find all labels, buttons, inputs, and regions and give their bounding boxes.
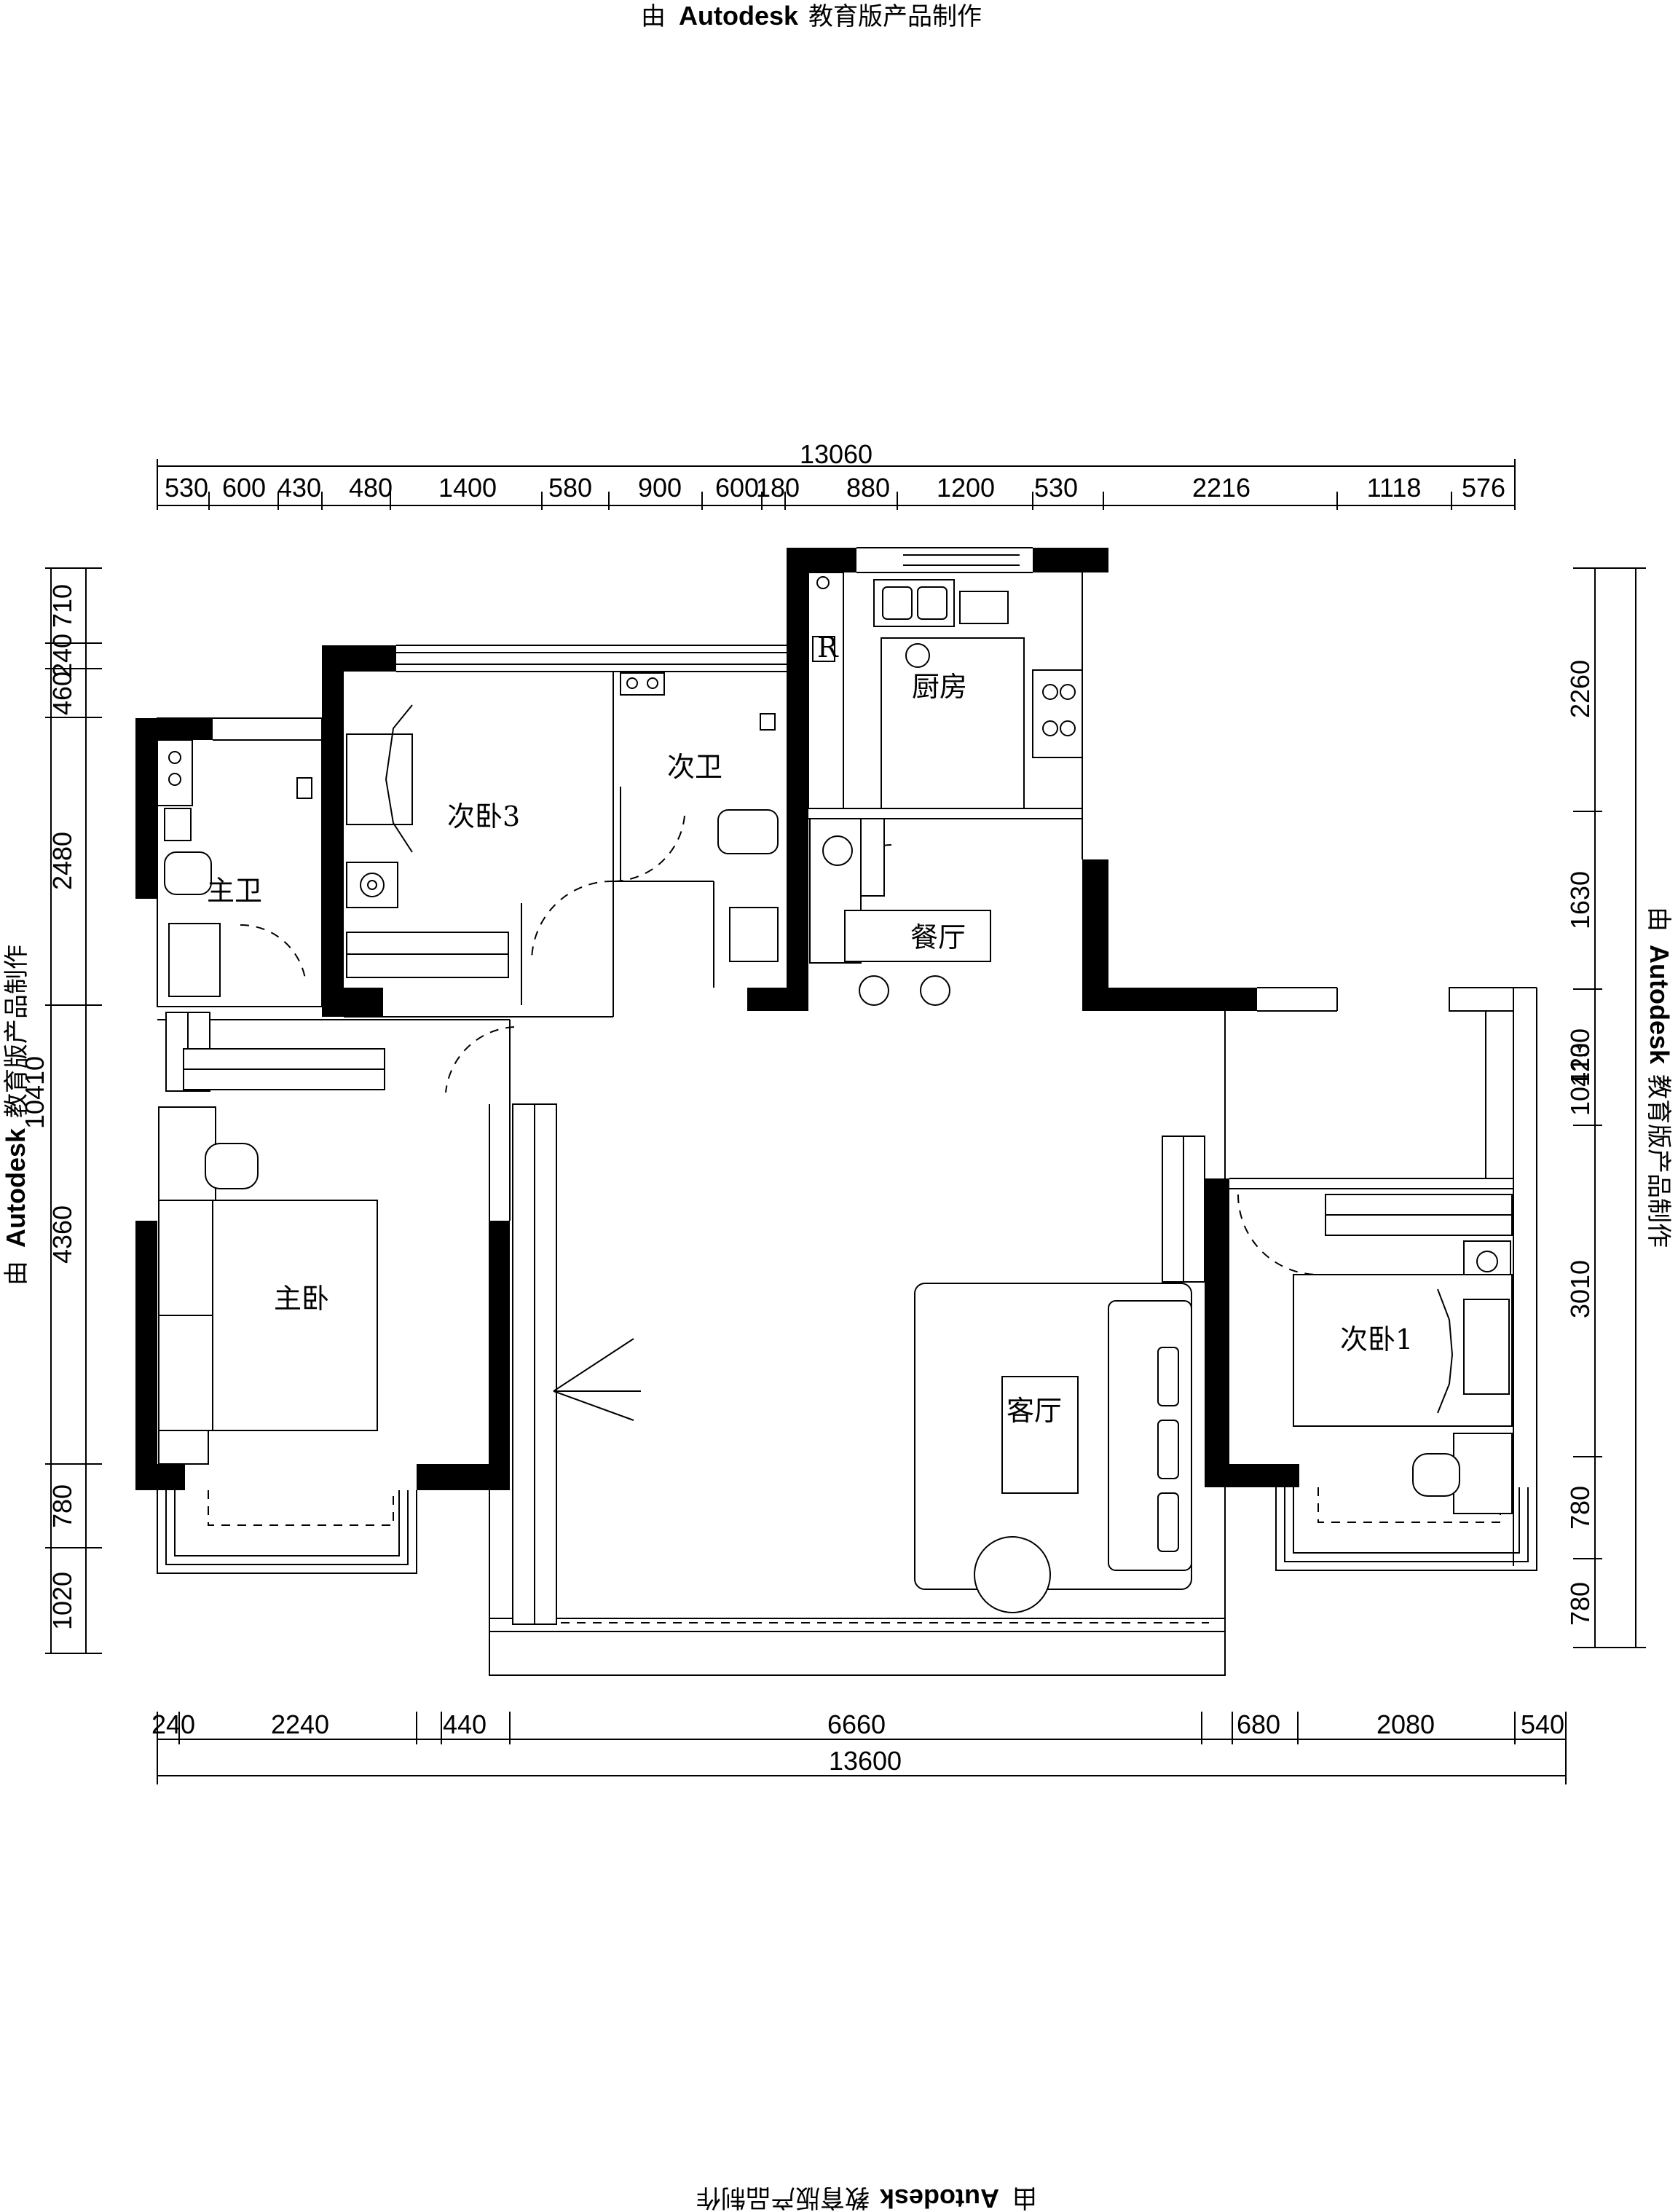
dim-bottom-seg: 540 [1521, 1709, 1564, 1739]
dim-left-seg: 710 [47, 584, 77, 628]
dim-right-seg: 1230 [1565, 1028, 1595, 1087]
dim-right-seg: 780 [1565, 1486, 1595, 1530]
dimension-right: 2260 1630 1230 3010 780 780 10410 [1565, 567, 1646, 1648]
kitchen-fixtures: R [808, 572, 1083, 809]
dim-top-seg: 480 [349, 473, 393, 503]
dim-top-seg: 530 [165, 473, 208, 503]
svg-text:Autodesk: Autodesk [1, 1127, 31, 1248]
dim-right-seg: 3010 [1565, 1260, 1595, 1318]
svg-text:教育版产品制作: 教育版产品制作 [808, 2, 982, 31]
dim-top-seg: 600 [715, 473, 759, 503]
fridge-label: R [817, 631, 839, 664]
label-dining: 餐厅 [910, 921, 966, 953]
dim-left-seg: 1020 [47, 1572, 77, 1630]
svg-text:由: 由 [1644, 907, 1673, 932]
dim-left-seg: 240 [47, 634, 77, 677]
dim-top-seg: 430 [277, 473, 321, 503]
dim-right-total: 10410 [1565, 1043, 1595, 1116]
dim-top-total: 13060 [800, 439, 873, 469]
dim-top-seg: 600 [222, 473, 266, 503]
label-master-bedroom: 主卧 [274, 1283, 329, 1315]
room-labels: 主卫 次卧3 次卫 厨房 餐厅 主卧 客厅 次卧1 [207, 671, 1413, 1427]
dim-top-seg: 1200 [937, 473, 995, 503]
dim-bottom-seg: 240 [151, 1709, 195, 1739]
dim-top-seg: 2216 [1192, 473, 1250, 503]
master-bath-fixtures [157, 739, 312, 1092]
dim-bottom-seg: 680 [1237, 1709, 1280, 1739]
dim-left-total: 10410 [20, 1056, 50, 1129]
dim-bottom-seg: 440 [443, 1709, 487, 1739]
dimension-top: 13060 530 600 430 480 1400 580 900 600 1… [157, 439, 1516, 510]
dim-bottom-seg: 2080 [1376, 1709, 1435, 1739]
dim-top-seg: 530 [1034, 473, 1078, 503]
dim-left-seg: 2480 [47, 832, 77, 890]
dim-top-seg: 1400 [438, 473, 497, 503]
dim-right-seg: 2260 [1565, 660, 1595, 718]
label-living: 客厅 [1007, 1395, 1062, 1427]
watermark-bottom: 由 Autodesk 教育版产品制作 [696, 2183, 1037, 2212]
dim-bottom-seg: 2240 [271, 1709, 329, 1739]
svg-text:教育版产品制作: 教育版产品制作 [2, 945, 31, 1118]
watermark-left: 由 Autodesk 教育版产品制作 [1, 945, 31, 1286]
svg-text:教育版产品制作: 教育版产品制作 [1644, 1074, 1673, 1248]
dim-left-seg: 780 [47, 1484, 77, 1528]
watermark-top: 由 Autodesk 教育版产品制作 [641, 1, 982, 31]
label-bedroom1: 次卧1 [1340, 1323, 1413, 1355]
dim-left-seg: 4360 [47, 1205, 77, 1264]
dim-top-seg: 580 [548, 473, 592, 503]
label-second-bath: 次卫 [667, 751, 722, 783]
svg-text:由: 由 [641, 2, 666, 31]
label-bedroom3: 次卧3 [447, 800, 520, 833]
dim-bottom-total: 13600 [829, 1746, 902, 1776]
dim-left-seg: 460 [47, 672, 77, 715]
svg-text:由: 由 [2, 1261, 31, 1286]
wall-outlines [157, 547, 1537, 1676]
svg-text:Autodesk: Autodesk [679, 1, 799, 31]
dim-top-seg: 576 [1462, 473, 1505, 503]
dimension-left: 710 240 460 2480 4360 780 1020 10410 [20, 567, 102, 1654]
second-bath-fixtures [620, 672, 779, 962]
dim-right-seg: 780 [1565, 1582, 1595, 1626]
dim-top-seg: 900 [638, 473, 682, 503]
dim-right-seg: 1630 [1565, 871, 1595, 929]
svg-text:教育版产品制作: 教育版产品制作 [696, 2183, 870, 2212]
watermark-right: 由 Autodesk 教育版产品制作 [1644, 907, 1674, 1248]
svg-text:Autodesk: Autodesk [879, 2184, 999, 2212]
living-fixtures [512, 1103, 1205, 1625]
dim-top-seg: 1118 [1367, 473, 1422, 503]
dim-top-seg: 880 [846, 473, 890, 503]
svg-text:由: 由 [1012, 2183, 1037, 2212]
svg-text:Autodesk: Autodesk [1644, 945, 1674, 1065]
bedroom1-fixtures [1293, 1010, 1514, 1514]
dining-fixtures [809, 818, 991, 1006]
dimension-bottom: 240 2240 440 6660 680 2080 540 13600 [151, 1709, 1567, 1784]
dim-bottom-seg: 6660 [827, 1709, 886, 1739]
dim-top-seg: 180 [756, 473, 800, 503]
label-master-bath: 主卫 [207, 875, 262, 907]
label-kitchen: 厨房 [912, 671, 967, 703]
bedroom3-fixtures [346, 704, 522, 1005]
master-bedroom-fixtures [158, 1048, 385, 1465]
